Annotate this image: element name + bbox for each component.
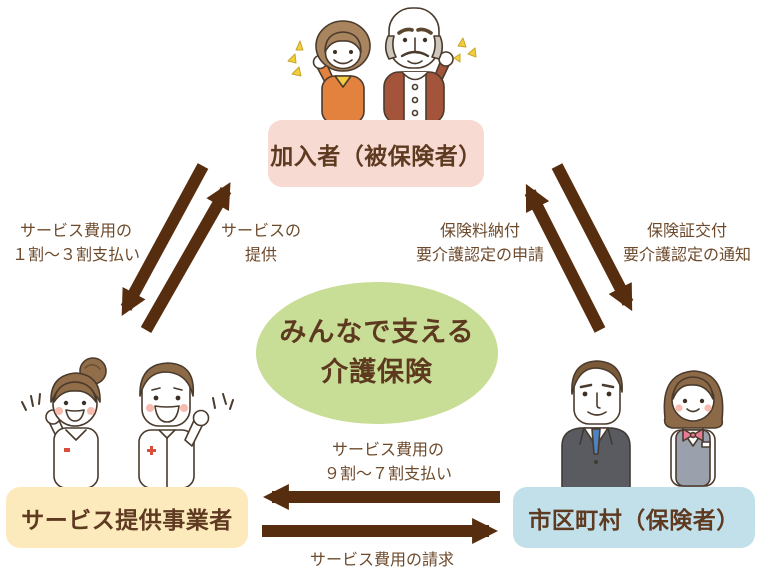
arrow-label-reimbursement: サービス費用の ９割～７割支払い: [306, 438, 470, 486]
arrow-label-reimbursement-line1: サービス費用の: [331, 440, 444, 459]
arrow-service-provision: [140, 182, 232, 333]
arrow-copay: [120, 163, 209, 316]
node-municipality: 市区町村（保険者）: [513, 487, 755, 548]
arrow-label-certificate-line2: 要介護認定の通知: [622, 245, 751, 264]
municipal-staff-illustration: [561, 360, 724, 489]
arrow-label-copay-line2: １割～３割支払い: [11, 245, 140, 264]
arrow-label-premium-line2: 要介護認定の申請: [415, 245, 544, 264]
elderly-couple-illustration: [287, 7, 477, 124]
node-insured: 加入者（被保険者）: [268, 120, 484, 187]
arrow-label-copay: サービス費用の １割～３割支払い: [0, 219, 160, 267]
arrow-label-certificate-line1: 保険証交付: [646, 221, 727, 240]
arrow-certificate-notice: [551, 163, 634, 312]
arrow-label-service-line2: 提供: [244, 245, 277, 264]
arrow-label-billing: サービス費用の請求: [300, 548, 464, 570]
arrow-label-copay-line1: サービス費用の: [19, 221, 132, 240]
arrow-label-premium-application: 保険料納付 要介護認定の申請: [394, 219, 566, 267]
arrow-label-service-provision: サービスの 提供: [195, 219, 327, 267]
arrow-label-billing-line1: サービス費用の請求: [309, 550, 454, 569]
node-provider: サービス提供事業者: [6, 487, 248, 548]
center-ellipse-line2: 介護保険: [321, 357, 433, 388]
node-insured-label: 加入者（被保険者）: [270, 143, 482, 170]
node-municipality-label: 市区町村（保険者）: [528, 507, 740, 534]
center-ellipse: みんなで支える 介護保険: [256, 282, 498, 424]
node-provider-label: サービス提供事業者: [21, 507, 233, 534]
arrow-label-reimbursement-line2: ９割～７割支払い: [323, 464, 452, 483]
center-ellipse-line1: みんなで支える: [279, 317, 475, 348]
arrow-label-service-line1: サービスの: [220, 221, 301, 240]
arrow-label-premium-line1: 保険料納付: [439, 221, 520, 240]
arrow-label-certificate-notice: 保険証交付 要介護認定の通知: [598, 219, 760, 267]
arrow-premium-application: [524, 183, 606, 333]
